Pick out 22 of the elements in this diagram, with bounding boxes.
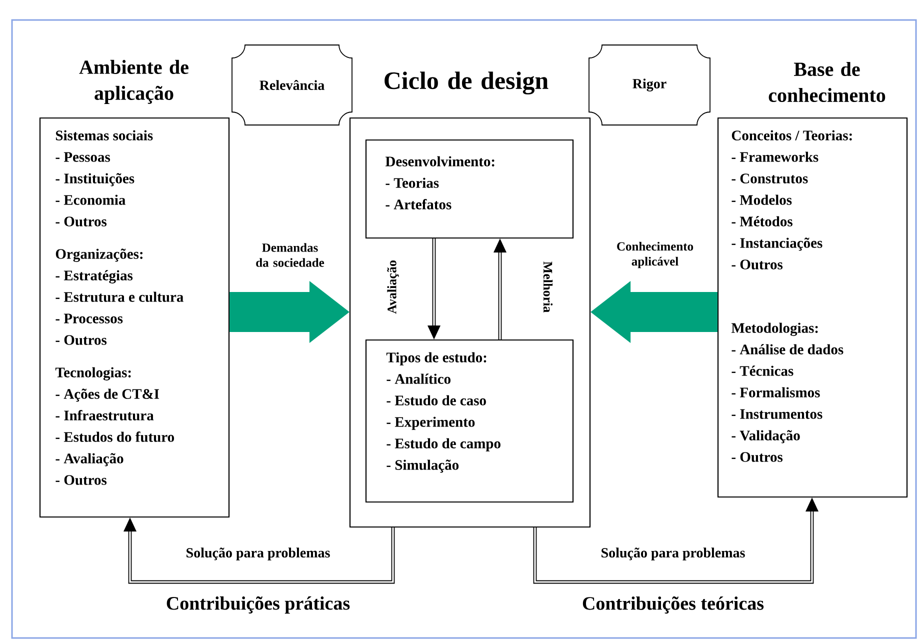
list-box: Conceitos / Teorias: - Frameworks - Construtos - Modelos - Métodos - Instanciações - Outros Metodologias: - Análise de dados - Técnicas - Formalismos - Instrumentos - Validação - Outros [717,117,908,498]
block-arrow [590,281,718,343]
list-box: Tipos de estudo: - Analítico - Estudo de caso - Experimento - Estudo de campo - Simulação [365,339,574,503]
edge-label: Melhoria [543,262,553,312]
list-box: Desenvolvimento: - Teorias - Artefatos [365,139,574,239]
heading: Ambiente de aplicação [79,60,188,104]
block-arrow [230,281,350,343]
arrow [124,518,395,584]
edge-label: Conhecimento aplicável [617,242,694,268]
heading: Base de conhecimento [768,62,886,102]
outer-box [349,117,591,528]
edge-label: Demandas da sociedade [256,243,324,267]
arrow [494,238,506,340]
caption-text: Contribuições teóricas [582,596,764,614]
edge-label: Avaliação [387,260,399,314]
heading: Ciclo de design [384,72,548,94]
arrow [533,498,818,584]
arrow [428,238,440,340]
list-box: Sistemas sociais - Pessoas - Instituições - Economia - Outros Organizações: - Estratégias - Estrutura e cultura - Processos - Outros Tecnologias: - Ações de CT&I - Infraestrutura - Estudos do futuro - Avaliação - Outros [39,117,230,518]
edge-label: Solução para problemas [602,548,745,560]
caption-text: Contribuições práticas [166,596,350,614]
edge-label: Solução para problemas [186,548,330,560]
